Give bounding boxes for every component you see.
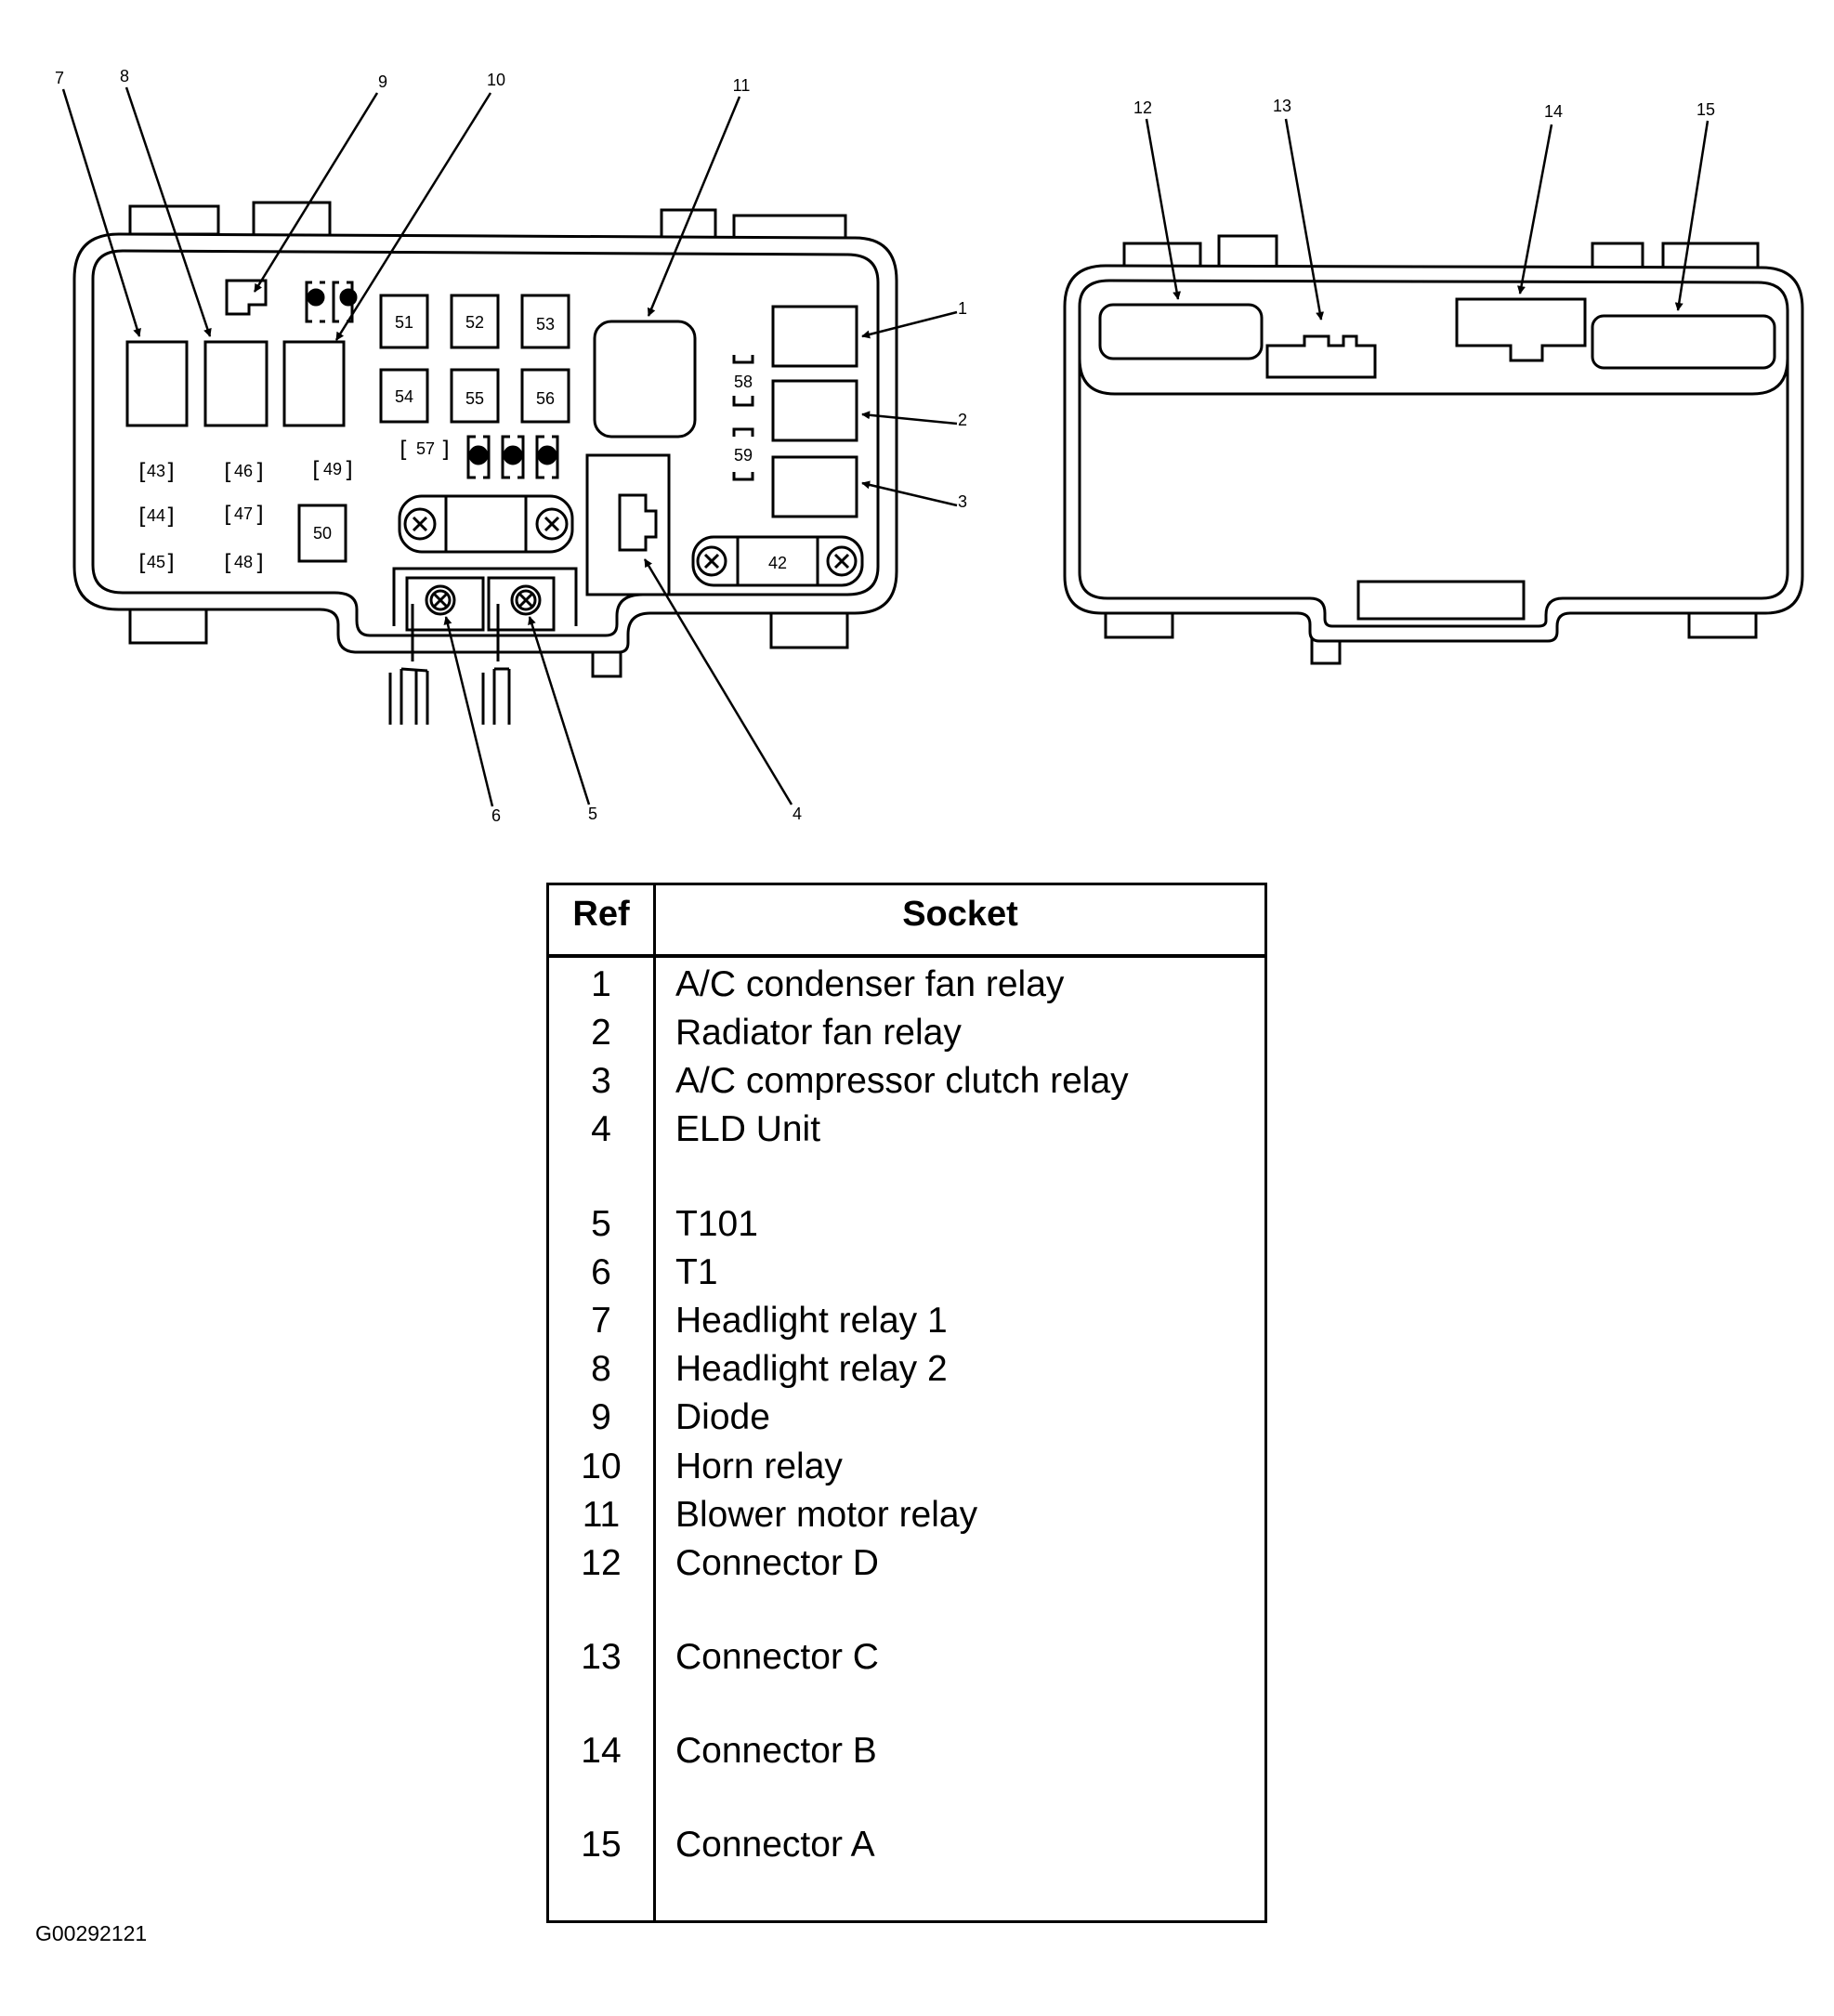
callout-6: 6 xyxy=(491,806,501,825)
callout-9: 9 xyxy=(378,72,387,91)
svg-text:]: ] xyxy=(164,550,177,576)
svg-text:]: ] xyxy=(254,550,267,576)
table-row: 4 ELD Unit xyxy=(591,1109,821,1149)
figure-code: G00292121 xyxy=(35,1921,148,1945)
svg-text:49: 49 xyxy=(323,460,342,478)
svg-text:45: 45 xyxy=(147,553,165,571)
callout-4: 4 xyxy=(793,805,802,823)
table-row: 3 A/C compressor clutch relay xyxy=(591,1061,1129,1101)
svg-text:]: ] xyxy=(343,457,356,483)
svg-text:[: [ xyxy=(136,459,149,485)
table-row: 7 Headlight relay 1 xyxy=(591,1301,948,1341)
svg-text:58: 58 xyxy=(734,373,753,391)
fuse-box-top-view xyxy=(72,201,898,725)
svg-text:[: [ xyxy=(309,457,322,483)
table-row: 11 Blower motor relay xyxy=(582,1495,978,1535)
svg-text:]: ] xyxy=(164,504,177,530)
table-row: 13 Connector C xyxy=(581,1637,879,1677)
screw-marks xyxy=(412,516,850,609)
table-row: 1 A/C condenser fan relay xyxy=(591,964,1065,1004)
table-row: 2 Radiator fan relay xyxy=(591,1013,962,1053)
table-row: 8 Headlight relay 2 xyxy=(591,1349,948,1389)
callout-3: 3 xyxy=(958,492,967,511)
svg-text:55: 55 xyxy=(465,389,484,408)
fuse-numbers: 51 52 53 54 55 56 50 42 58 59 [43] [44] … xyxy=(136,313,787,576)
callout-5: 5 xyxy=(588,805,597,823)
header-ref: Ref xyxy=(572,895,630,934)
svg-text:[: [ xyxy=(136,550,149,576)
svg-text:52: 52 xyxy=(465,313,484,332)
svg-text:54: 54 xyxy=(395,387,413,406)
header-socket: Socket xyxy=(902,895,1018,934)
legend-table: Ref Socket 1 A/C condenser fan relay 2 R… xyxy=(546,883,1267,1923)
callout-2: 2 xyxy=(958,411,967,429)
table-row: 6 T1 xyxy=(591,1252,718,1292)
callout-numbers: 1 2 3 4 5 6 7 8 9 10 11 12 13 14 15 xyxy=(55,67,1715,825)
svg-text:43: 43 xyxy=(147,462,165,480)
callout-8: 8 xyxy=(120,67,129,85)
svg-text:[: [ xyxy=(136,504,149,530)
svg-text:42: 42 xyxy=(768,554,787,572)
svg-text:]: ] xyxy=(254,459,267,485)
table-row: 15 Connector A xyxy=(581,1825,875,1865)
callout-11: 11 xyxy=(733,76,751,95)
callout-15: 15 xyxy=(1696,100,1715,119)
svg-text:51: 51 xyxy=(395,313,413,332)
table-row: 14 Connector B xyxy=(581,1731,877,1771)
svg-text:56: 56 xyxy=(536,389,555,408)
header-rule xyxy=(549,954,1264,958)
svg-text:50: 50 xyxy=(313,524,332,543)
svg-text:53: 53 xyxy=(536,315,555,334)
callout-1: 1 xyxy=(958,299,967,318)
svg-text:59: 59 xyxy=(734,446,753,465)
callout-7: 7 xyxy=(55,69,64,87)
svg-text:[: [ xyxy=(221,550,234,576)
column-divider xyxy=(653,885,656,1920)
svg-text:47: 47 xyxy=(234,504,253,523)
leader-arrows xyxy=(61,86,1710,807)
svg-text:]: ] xyxy=(439,437,452,463)
callout-12: 12 xyxy=(1133,98,1152,117)
svg-text:[: [ xyxy=(221,502,234,528)
svg-text:44: 44 xyxy=(147,506,165,525)
table-row: 5 T101 xyxy=(591,1204,758,1244)
callout-14: 14 xyxy=(1544,102,1563,121)
table-row: 12 Connector D xyxy=(581,1543,879,1583)
svg-text:]: ] xyxy=(164,459,177,485)
fuse-box-side-view xyxy=(1063,234,1804,665)
callout-13: 13 xyxy=(1273,97,1291,115)
table-row: 10 Horn relay xyxy=(581,1447,843,1486)
svg-text:46: 46 xyxy=(234,462,253,480)
svg-text:57: 57 xyxy=(416,439,435,458)
svg-text:[: [ xyxy=(397,437,410,463)
table-row: 9 Diode xyxy=(591,1397,770,1437)
svg-text:]: ] xyxy=(254,502,267,528)
svg-text:[: [ xyxy=(221,459,234,485)
svg-text:48: 48 xyxy=(234,553,253,571)
callout-10: 10 xyxy=(487,71,505,89)
